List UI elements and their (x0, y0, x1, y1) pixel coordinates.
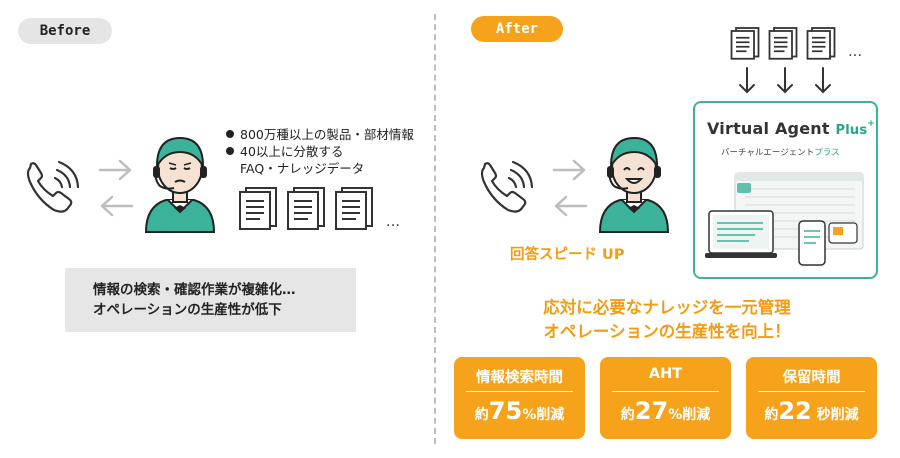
stat-divider (612, 391, 719, 392)
exchange-arrows-icon (98, 159, 134, 217)
after-tag: After (471, 16, 563, 42)
document-stack-icon (768, 27, 798, 60)
document-stack-icon (287, 187, 325, 230)
down-arrows-icon (739, 67, 831, 94)
problem-line: オペレーションの生産性が低下 (93, 302, 282, 318)
exchange-arrows-icon (552, 159, 588, 217)
product-subtitle: バーチャルエージェントプラス (721, 146, 840, 158)
more-ellipsis: … (386, 214, 400, 230)
document-stack-icon (730, 27, 760, 60)
headline-line: オペレーションの生産性を向上！ (543, 322, 791, 341)
bullet-dot (226, 130, 234, 138)
operator-tired-illustration (144, 136, 216, 233)
stat-divider (758, 391, 865, 392)
product-card: Virtual Agent Plus+ バーチャルエージェントプラス (693, 101, 878, 279)
product-name-star: + (867, 119, 876, 129)
bullet-text: 40以上に分散する (240, 144, 344, 159)
stat-label: 保留時間 (782, 370, 841, 386)
phone-icon (480, 160, 534, 213)
headline: 応対に必要なナレッジを一元管理 オペレーションの生産性を向上！ (452, 296, 882, 344)
info-bullets: 800万種以上の製品・部材情報 40以上に分散する FAQ・ナレッジデータ (226, 126, 414, 177)
stat-label: 情報検索時間 (476, 370, 563, 386)
document-stack-icon (806, 27, 836, 60)
stat-value: 約75%削減 (454, 397, 585, 425)
product-name-plus: Plus (835, 123, 868, 138)
documents-top-group: … (730, 26, 862, 60)
product-name-main: Virtual Agent (707, 119, 830, 138)
stat-suffix: %削減 (522, 407, 565, 423)
phone-icon (26, 160, 80, 213)
bullet-dot (226, 147, 234, 155)
bullet-text: 800万種以上の製品・部材情報 (240, 127, 414, 142)
stat-prefix: 約 (764, 407, 779, 423)
stat-prefix: 約 (620, 407, 635, 423)
problem-line: 情報の検索・確認作業が複雑化… (93, 282, 296, 298)
stat-suffix: 秒削減 (811, 407, 859, 423)
headline-line: 応対に必要なナレッジを一元管理 (543, 298, 791, 317)
stat-value: 約27%削減 (600, 397, 731, 425)
speed-up-label: 回答スピード UP (510, 247, 625, 263)
operator-happy-illustration (598, 136, 670, 233)
product-sub-main: バーチャルエージェント (721, 148, 815, 158)
section-divider (434, 14, 436, 444)
document-stack-icon (335, 187, 373, 230)
stat-number: 75 (488, 397, 523, 425)
stat-aht: AHT 約27%削減 (600, 357, 731, 439)
stat-search-time: 情報検索時間 約75%削減 (454, 357, 585, 439)
stat-prefix: 約 (474, 407, 489, 423)
product-sub-plus: プラス (814, 148, 840, 158)
before-tag: Before (18, 18, 112, 44)
stat-divider (466, 391, 573, 392)
stat-hold-time: 保留時間 約22 秒削減 (746, 357, 877, 439)
stat-suffix: %削減 (668, 407, 711, 423)
product-name: Virtual Agent Plus+ (707, 119, 875, 138)
documents-group: … (238, 186, 400, 230)
stat-number: 27 (634, 397, 669, 425)
document-stack-icon (239, 187, 277, 230)
stat-label: AHT (648, 366, 683, 382)
bullet-text: FAQ・ナレッジデータ (240, 161, 365, 176)
product-screens-illustration (705, 172, 864, 266)
stat-number: 22 (778, 397, 812, 425)
more-ellipsis: … (848, 44, 862, 60)
problem-box: 情報の検索・確認作業が複雑化… オペレーションの生産性が低下 (65, 268, 356, 332)
stat-value: 約22 秒削減 (746, 397, 877, 425)
